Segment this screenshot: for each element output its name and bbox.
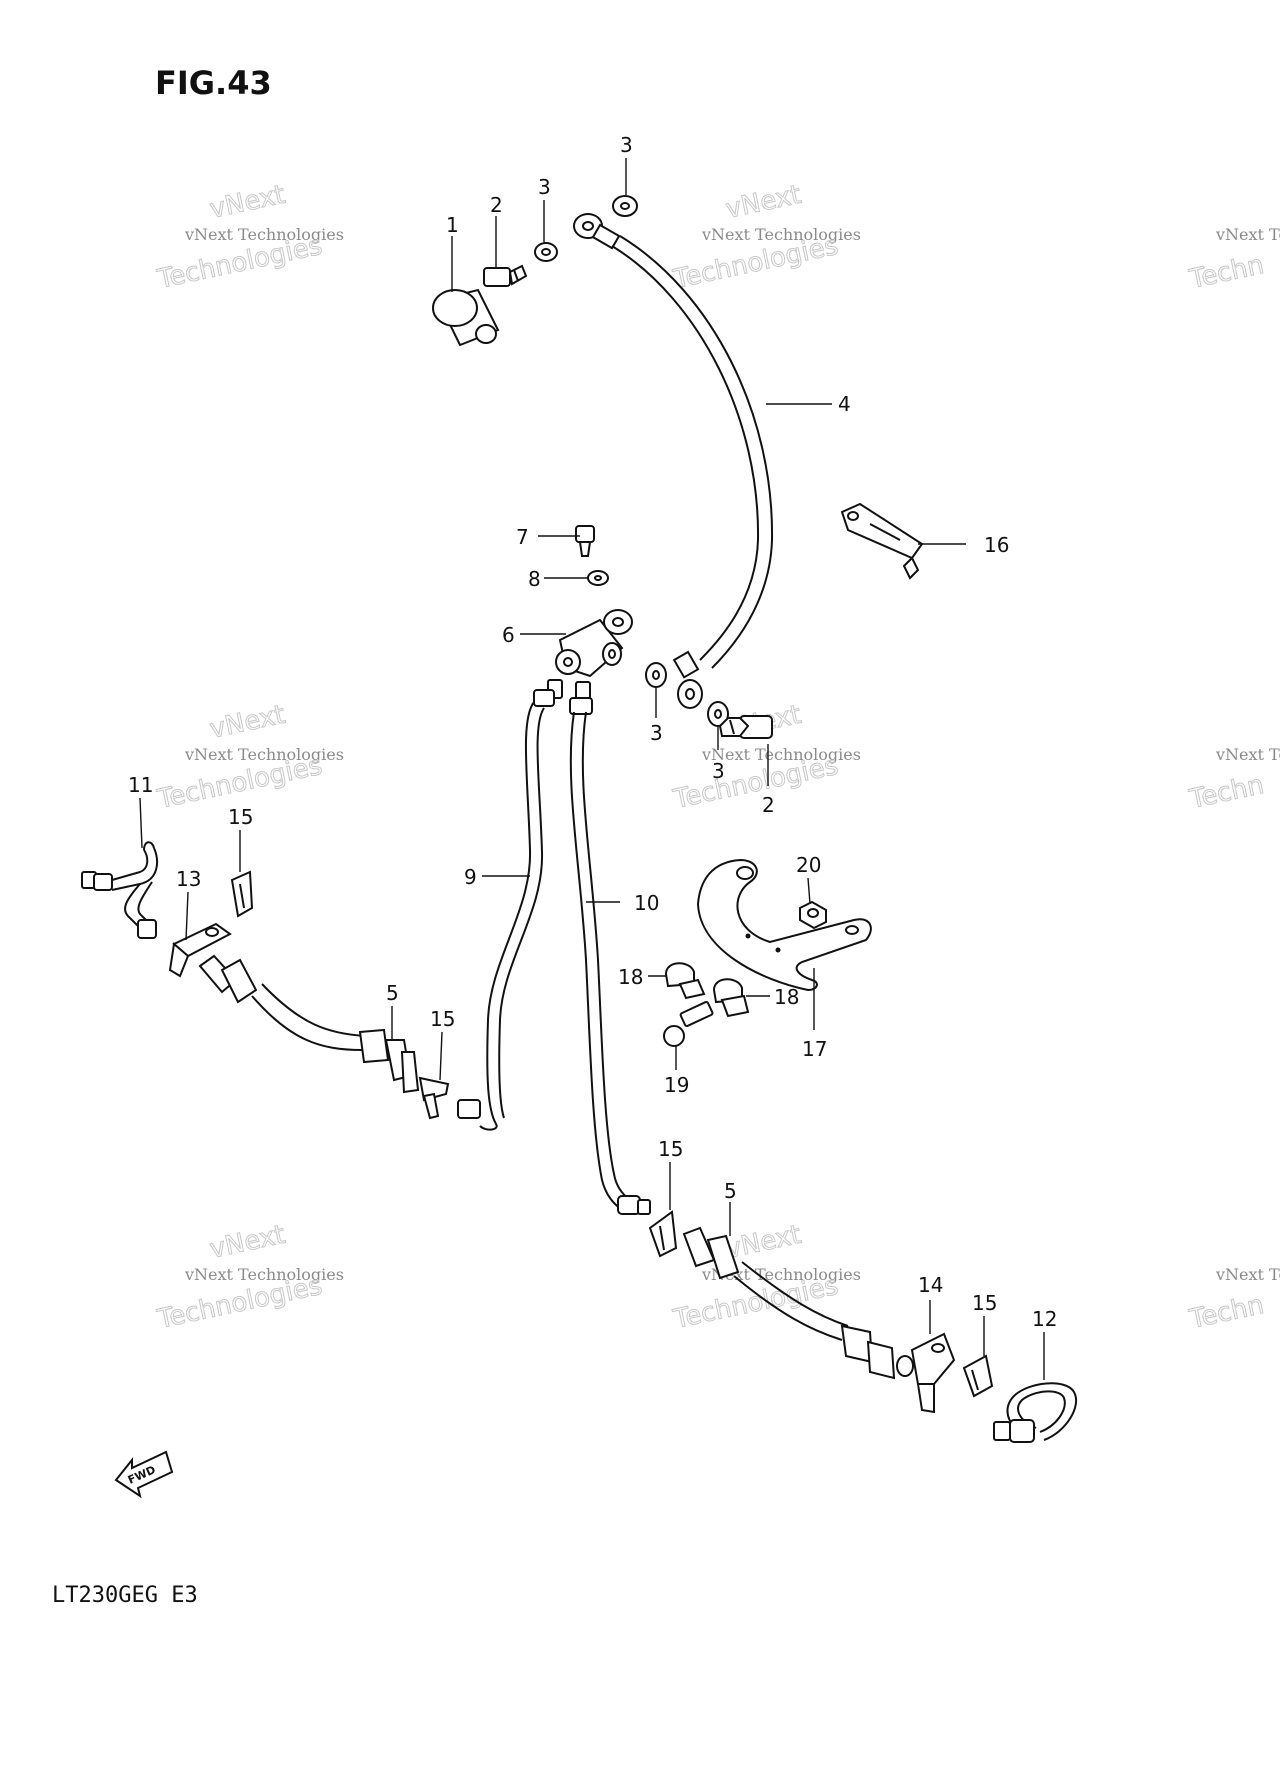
watermark-vnext: vNext <box>723 1220 804 1265</box>
part-3-washer-d <box>707 701 729 727</box>
part-2-union-bolt-lower <box>718 715 773 739</box>
part-13-hose-bracket <box>168 922 232 978</box>
callout-13: 13 <box>176 867 201 891</box>
callout-15-b: 15 <box>430 1007 455 1031</box>
watermark-partial: vNext Technologies <box>1215 225 1280 244</box>
watermark-vnext: vNext <box>207 1220 288 1265</box>
callout-7: 7 <box>516 525 529 549</box>
part-4-brake-hose <box>573 213 774 709</box>
watermark-tile: vNext Technologies Techn <box>1186 745 1280 816</box>
part-19-bolt <box>663 1000 714 1047</box>
callout-labels: 1 2 3 3 4 7 8 6 16 3 3 2 11 15 13 9 10 5… <box>128 133 1057 1331</box>
callout-20: 20 <box>796 853 821 877</box>
part-12-loop-pipe <box>993 1382 1077 1443</box>
watermark-tile: vNext vNext Technologies Technologies <box>154 1219 344 1335</box>
watermark-text: vNext Technologies <box>701 225 861 244</box>
part-15-clip-b <box>418 1076 450 1120</box>
watermark-partial-techn: Techn <box>1186 770 1266 815</box>
part-17-stay-bracket <box>696 858 872 992</box>
callout-5-left: 5 <box>386 981 399 1005</box>
callout-15-d: 15 <box>972 1291 997 1315</box>
figure-title: FIG.43 <box>155 64 272 102</box>
part-3-washer-a <box>534 242 558 262</box>
leader-lines <box>139 158 1045 1380</box>
forward-direction-arrow: FWD <box>114 1450 174 1499</box>
part-8-washer <box>587 570 609 586</box>
callout-2-top: 2 <box>490 193 503 217</box>
part-6-three-way-joint <box>555 609 633 678</box>
callout-15-c: 15 <box>658 1137 683 1161</box>
watermark-text: vNext Technologies <box>701 1265 861 1284</box>
callout-3-a: 3 <box>538 175 551 199</box>
watermark-tile: vNext vNext Technologies Technologies <box>154 179 344 295</box>
part-7-bolt <box>575 525 595 557</box>
callout-18-b: 18 <box>774 985 799 1009</box>
watermark-vnext: vNext <box>723 180 804 225</box>
part-3-washer-c <box>645 662 667 688</box>
part-10-brake-pipe <box>569 681 651 1215</box>
watermark-tile: vNext Technologies Techn <box>1186 225 1280 296</box>
callout-1: 1 <box>446 213 459 237</box>
part-15-clip-a <box>230 870 254 918</box>
part-18-clamp-a <box>664 962 706 1000</box>
watermark-text: vNext Technologies <box>184 745 344 764</box>
part-5-flex-hose-right <box>682 1226 914 1380</box>
part-5-flex-hose-left <box>198 954 481 1119</box>
callout-4: 4 <box>838 392 851 416</box>
watermark-partial-techn: Techn <box>1186 250 1266 295</box>
callout-3-b: 3 <box>620 133 633 157</box>
part-20-nut <box>799 900 827 930</box>
watermark-partial-techn: Techn <box>1186 1290 1266 1335</box>
callout-19: 19 <box>664 1073 689 1097</box>
watermark-tile: vNext vNext Technologies Technologies <box>154 699 344 815</box>
part-1-union <box>432 288 500 347</box>
part-14-hose-bracket <box>910 1332 956 1414</box>
callout-6: 6 <box>502 623 515 647</box>
part-15-clip-c <box>648 1210 678 1258</box>
callout-16: 16 <box>984 533 1009 557</box>
callout-15-a: 15 <box>228 805 253 829</box>
callout-3-c: 3 <box>650 721 663 745</box>
callout-10: 10 <box>634 891 659 915</box>
callout-12: 12 <box>1032 1307 1057 1331</box>
model-code: LT230GEG E3 <box>52 1583 198 1608</box>
callout-3-d: 3 <box>712 759 725 783</box>
part-3-washer-b <box>612 195 638 217</box>
callout-5-right: 5 <box>724 1179 737 1203</box>
part-16-bracket <box>840 502 924 580</box>
part-9-brake-pipe <box>479 679 563 1131</box>
callout-9: 9 <box>464 865 477 889</box>
watermark-partial: vNext Technologies <box>1215 745 1280 764</box>
part-2-union-bolt-top <box>483 264 528 287</box>
callout-8: 8 <box>528 567 541 591</box>
watermark-vnext: vNext <box>207 700 288 745</box>
watermark-text: vNext Technologies <box>701 745 861 764</box>
watermark-tile: vNext vNext Technologies Technologies <box>670 179 861 295</box>
callout-14: 14 <box>918 1273 943 1297</box>
part-18-clamp-b <box>712 978 750 1018</box>
part-15-clip-d <box>962 1354 994 1398</box>
callout-18-a: 18 <box>618 965 643 989</box>
part-11-brake-pipe <box>81 841 158 939</box>
callout-11: 11 <box>128 773 153 797</box>
watermark-text: vNext Technologies <box>184 225 344 244</box>
watermark-vnext: vNext <box>207 180 288 225</box>
callout-2-lower: 2 <box>762 793 775 817</box>
watermark-tile: vNext Technologies Techn <box>1186 1265 1280 1336</box>
watermark-text: vNext Technologies <box>184 1265 344 1284</box>
watermark-partial: vNext Technologies <box>1215 1265 1280 1284</box>
callout-17: 17 <box>802 1037 827 1061</box>
watermark-group: vNext vNext Technologies Technologies vN… <box>154 179 1280 1336</box>
